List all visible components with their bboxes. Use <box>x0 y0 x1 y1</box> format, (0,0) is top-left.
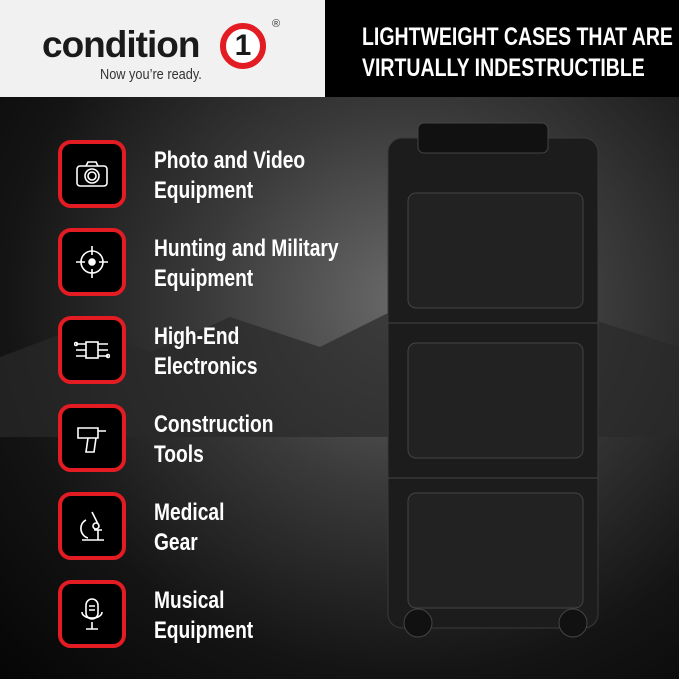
headline-line-2: VIRTUALLY INDESTRUCTIBLE <box>362 54 645 82</box>
headline-line-1: LIGHTWEIGHT CASES THAT ARE <box>362 23 673 51</box>
feature-label-line-1: Musical <box>154 587 225 614</box>
circuit-icon <box>58 316 126 384</box>
logo-wordmark: condition <box>42 24 200 65</box>
feature-label-line-1: High-End <box>154 323 240 350</box>
feature-label-line-2: Equipment <box>154 265 254 292</box>
feature-label-line-1: Construction <box>154 411 274 438</box>
feature-label-line-2: Equipment <box>154 617 254 644</box>
microscope-icon <box>58 492 126 560</box>
crosshair-icon <box>58 228 126 296</box>
registered-mark: ® <box>272 18 281 30</box>
feature-label-line-1: Hunting and Military <box>154 235 339 262</box>
feature-label-line-2: Tools <box>154 441 204 468</box>
feature-label-line-2: Gear <box>154 529 198 556</box>
camera-icon <box>58 140 126 208</box>
logo-number-badge: 1 <box>220 23 266 69</box>
feature-label-line-1: Medical <box>154 499 225 526</box>
microphone-icon <box>58 580 126 648</box>
headline: LIGHTWEIGHT CASES THAT ARE VIRTUALLY IND… <box>362 22 673 84</box>
brand-logo: condition 1 ® Now you’re ready. <box>0 0 325 97</box>
drill-icon <box>58 404 126 472</box>
feature-label-line-2: Electronics <box>154 353 258 380</box>
feature-label-line-2: Equipment <box>154 177 254 204</box>
feature-label-line-1: Photo and Video <box>154 147 306 174</box>
tagline: Now you’re ready. <box>100 66 202 83</box>
hard-case-image <box>387 122 599 638</box>
